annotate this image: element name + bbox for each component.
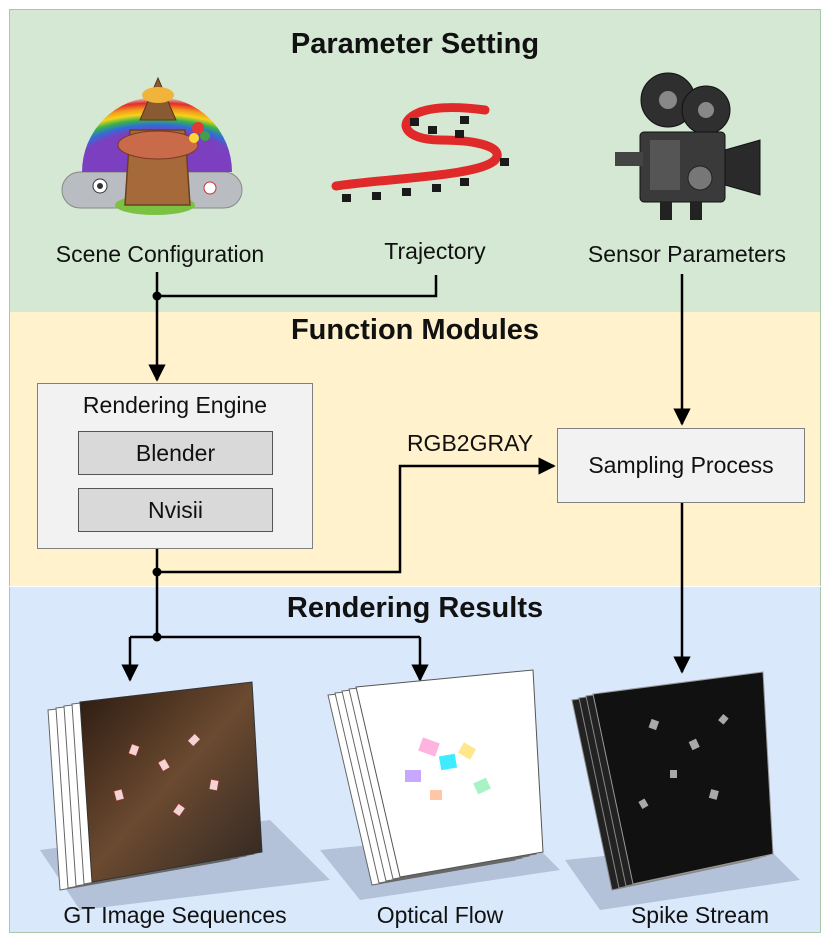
- film-camera-icon: [615, 72, 761, 220]
- rendering-engine-box: Rendering Engine Blender Nvisii: [37, 383, 313, 549]
- rendering-engine-title: Rendering Engine: [82, 392, 268, 418]
- curved-path-icon: [331, 103, 509, 202]
- gt-image-sequences-label: GT Image Sequences: [63, 902, 287, 928]
- engine-option-blender: Blender: [78, 431, 273, 475]
- function-modules-title: Function Modules: [290, 314, 540, 346]
- sampling-process-box: Sampling Process: [557, 428, 805, 503]
- flow-stack-icon: [320, 669, 560, 900]
- rgb2gray-label: RGB2GRAY: [406, 430, 534, 456]
- trajectory-label: Trajectory: [384, 238, 486, 264]
- spike-stream-label: Spike Stream: [630, 902, 770, 928]
- spike-stack-icon: [565, 671, 800, 910]
- connectors: [121, 272, 691, 682]
- optical-flow-label: Optical Flow: [376, 902, 504, 928]
- engine-option-nvisii: Nvisii: [78, 488, 273, 532]
- cartoon-tree-house-icon: [61, 76, 243, 215]
- rendering-results-title: Rendering Results: [286, 592, 544, 624]
- scene-configuration-label: Scene Configuration: [55, 241, 265, 267]
- sensor-parameters-label: Sensor Parameters: [587, 241, 787, 267]
- junction-dots: [152, 291, 162, 642]
- parameter-setting-title: Parameter Setting: [290, 28, 540, 60]
- image-stack-icon: [40, 681, 330, 910]
